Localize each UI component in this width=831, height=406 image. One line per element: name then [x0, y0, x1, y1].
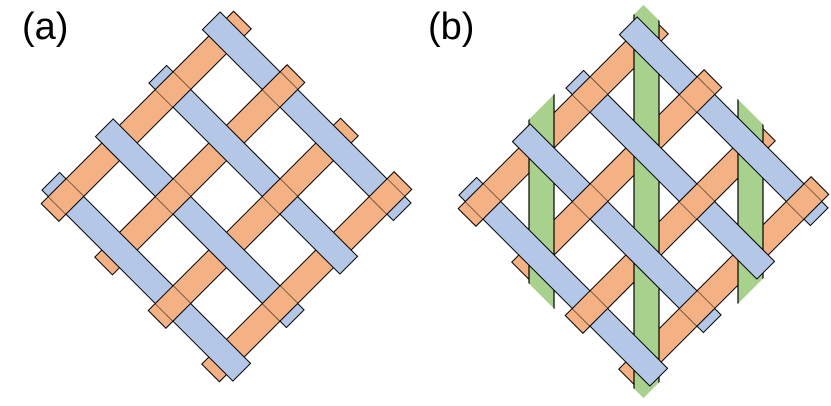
- orange-strand: [511, 69, 723, 281]
- crossing-edge: [154, 178, 174, 198]
- crossing-edge: [261, 178, 281, 198]
- rotated-layer: [41, 11, 412, 382]
- crossing-edge: [589, 307, 609, 327]
- panel-a: [40, 10, 413, 383]
- crossing-edge: [386, 195, 406, 215]
- crossing-edge: [154, 71, 174, 91]
- rotated-layer: [464, 76, 823, 327]
- crossing-edge: [261, 71, 281, 91]
- orange-over-crossing: [262, 72, 298, 107]
- orange-strand: [40, 10, 252, 222]
- crossing-edge: [678, 290, 698, 310]
- blue-strand: [148, 64, 359, 275]
- rotated-layer: [458, 16, 829, 387]
- rotated-layer: [40, 10, 413, 383]
- orange-over-crossing: [572, 291, 608, 326]
- crossing-edge: [589, 200, 609, 220]
- orange-over-crossing: [262, 179, 298, 214]
- blue-strand: [565, 69, 776, 280]
- blue-strand: [94, 118, 305, 329]
- panel-a-label: (a): [22, 6, 69, 48]
- crossing-edge: [571, 290, 591, 310]
- green-strand: [737, 4, 764, 399]
- crossing-edge: [785, 183, 805, 203]
- crossing-edge: [803, 200, 823, 220]
- orange-over-crossing: [48, 179, 84, 214]
- orange-over-crossing: [572, 184, 608, 219]
- orange-strand: [201, 171, 413, 383]
- crossing-edge: [678, 76, 698, 96]
- orange-over-crossing: [572, 77, 608, 112]
- orange-strand: [94, 64, 306, 276]
- crossing-edge: [279, 302, 299, 322]
- crossing-edge: [571, 183, 591, 203]
- crossing-edge: [678, 183, 698, 203]
- orange-strand: [564, 122, 776, 334]
- orange-over-crossing: [465, 184, 501, 219]
- crossing-edge: [571, 76, 591, 96]
- crossing-edge: [279, 88, 299, 108]
- rotated-layer: [47, 71, 406, 322]
- orange-over-crossing: [369, 179, 405, 214]
- crossing-edge: [172, 195, 192, 215]
- crossing-edge: [172, 302, 192, 322]
- orange-over-crossing: [679, 77, 715, 112]
- orange-over-crossing: [155, 286, 191, 321]
- orange-over-crossing: [155, 72, 191, 107]
- orange-over-crossing: [679, 291, 715, 326]
- crossing-edge: [696, 200, 716, 220]
- orange-strand: [147, 117, 359, 329]
- blue-strand: [458, 176, 669, 387]
- crossing-edge: [482, 200, 502, 220]
- crossing-edge: [154, 285, 174, 305]
- crossing-edge: [279, 195, 299, 215]
- orange-over-crossing: [155, 179, 191, 214]
- crossing-edge: [368, 178, 388, 198]
- crossing-edge: [47, 178, 67, 198]
- blue-strand: [201, 11, 412, 222]
- crossing-edge: [65, 195, 85, 215]
- blue-strand: [511, 123, 722, 334]
- orange-over-crossing: [262, 286, 298, 321]
- panel-b: [457, 4, 830, 399]
- orange-over-crossing: [786, 184, 822, 219]
- panel-b-label: (b): [428, 6, 475, 48]
- crossing-edge: [261, 285, 281, 305]
- green-strand: [528, 4, 555, 399]
- crossing-edge: [589, 93, 609, 113]
- orange-strand: [618, 176, 830, 388]
- crossing-edge: [172, 88, 192, 108]
- orange-over-crossing: [679, 184, 715, 219]
- rotated-layer: [457, 15, 830, 388]
- crossing-edge: [696, 307, 716, 327]
- crossing-edge: [696, 93, 716, 113]
- blue-strand: [618, 16, 829, 227]
- crossing-edge: [464, 183, 484, 203]
- blue-strand: [41, 171, 252, 382]
